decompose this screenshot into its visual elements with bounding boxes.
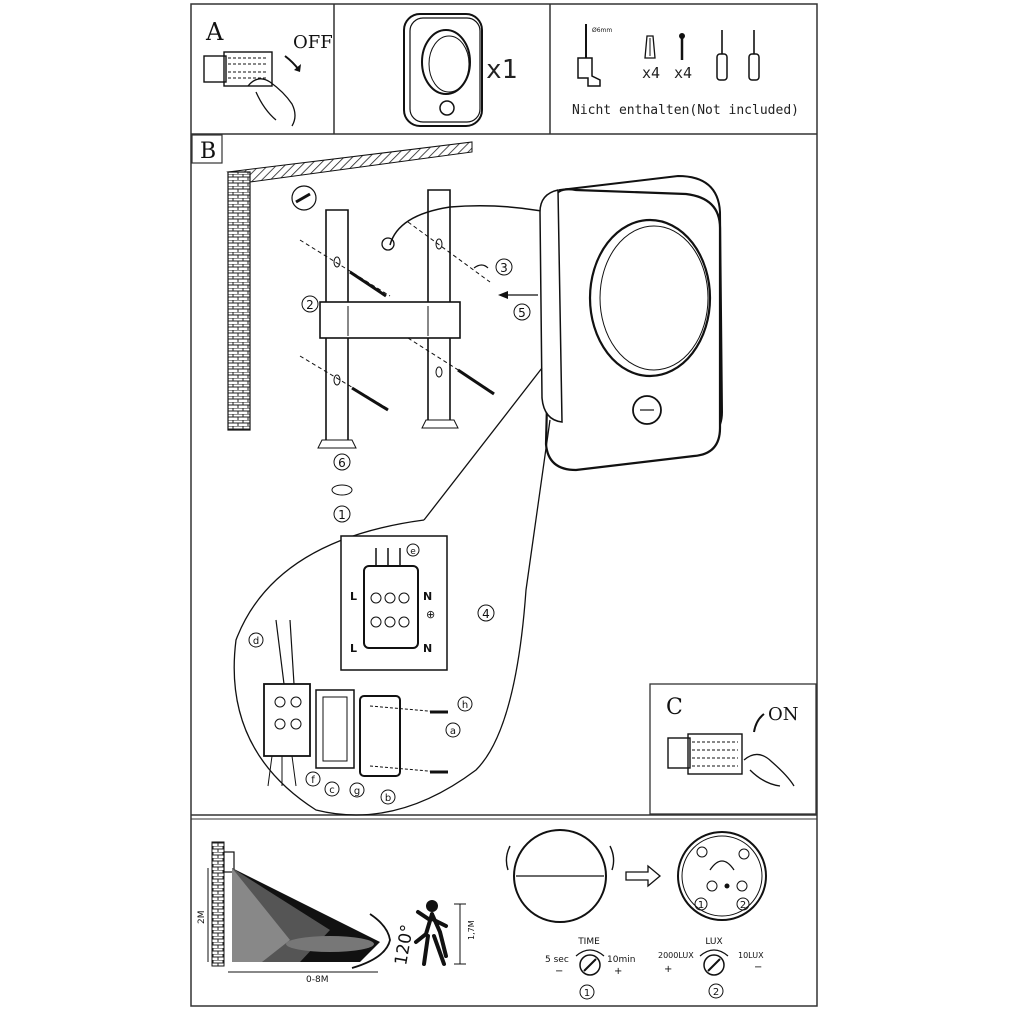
label-l: L bbox=[350, 642, 357, 655]
screw-icon bbox=[291, 185, 497, 412]
time-index: 1 bbox=[584, 988, 590, 999]
panel-tools: Ø6mm x4 x4 Nicht enthalten(Not included) bbox=[572, 24, 799, 118]
dial-arc-icon bbox=[575, 949, 605, 957]
panel-c: C ON bbox=[649, 683, 817, 815]
person-icon bbox=[414, 900, 448, 966]
outer-frame bbox=[190, 3, 818, 1007]
screw-count: x4 bbox=[674, 64, 692, 82]
time-minus: − bbox=[555, 966, 563, 977]
time-plus: + bbox=[614, 966, 622, 977]
person-height-label: 1,7M bbox=[467, 920, 476, 940]
screwdriver-flat-icon bbox=[716, 30, 728, 81]
off-label: OFF bbox=[293, 32, 333, 53]
breaker-icon bbox=[203, 51, 273, 87]
earth-symbol: ⊕ bbox=[426, 608, 435, 621]
switch-arrow-icon bbox=[753, 713, 765, 733]
mounting-bracket bbox=[317, 189, 461, 449]
rotate-icon bbox=[505, 845, 511, 871]
arrow-head-icon bbox=[498, 291, 508, 299]
panel-product: x1 bbox=[403, 13, 517, 127]
cable bbox=[389, 205, 571, 246]
sensor-head-cover bbox=[505, 829, 615, 923]
rotate-icon bbox=[331, 484, 353, 496]
range-label: 0-8M bbox=[306, 975, 328, 985]
step-3: 3 bbox=[500, 261, 508, 275]
screw-icon bbox=[679, 33, 685, 60]
knob-2-label: 2 bbox=[740, 900, 746, 911]
step-2: 2 bbox=[306, 298, 314, 312]
lamp-icon bbox=[539, 174, 724, 472]
mount-height-label: 2M bbox=[197, 911, 207, 925]
label-n: N bbox=[423, 590, 432, 603]
panel-b-letter: B bbox=[200, 139, 216, 164]
lamp-icon bbox=[403, 13, 483, 127]
time-max-label: 10min bbox=[607, 955, 635, 965]
lux-min-label: 2000LUX bbox=[658, 951, 694, 960]
knob-1-label: 1 bbox=[698, 900, 704, 911]
terminal-block: e L L N N ⊕ bbox=[340, 535, 448, 671]
lux-plus: + bbox=[664, 964, 672, 975]
detail-callout bbox=[233, 419, 551, 816]
part-f-label: f bbox=[311, 775, 315, 786]
sensor-head-open: 1 2 bbox=[677, 831, 767, 921]
part-b-label: b bbox=[385, 793, 391, 804]
not-included-note: Nicht enthalten(Not included) bbox=[572, 103, 799, 118]
lux-title: LUX bbox=[705, 937, 722, 947]
hand-icon bbox=[743, 753, 795, 787]
step-numbers: 1 2 3 4 5 6 bbox=[301, 258, 531, 622]
angle-label: 120° bbox=[391, 923, 418, 967]
dial-arc-icon bbox=[699, 949, 729, 957]
panel-a: A OFF bbox=[203, 18, 333, 127]
on-label: ON bbox=[768, 704, 799, 725]
arrow-head-icon bbox=[294, 64, 301, 72]
label-l: L bbox=[350, 590, 357, 603]
panel-c-letter: C bbox=[666, 695, 683, 720]
drill-size-label: Ø6mm bbox=[592, 27, 612, 34]
lux-minus: − bbox=[754, 962, 762, 973]
breaker-icon bbox=[667, 733, 743, 775]
time-min-label: 5 sec bbox=[545, 955, 569, 965]
lux-index: 2 bbox=[713, 987, 719, 998]
angle-arc-icon bbox=[351, 913, 391, 969]
part-a-label: a bbox=[450, 726, 456, 737]
step-6: 6 bbox=[338, 456, 346, 470]
time-title: TIME bbox=[577, 937, 600, 947]
drill-icon: Ø6mm bbox=[577, 24, 612, 87]
part-h-label: h bbox=[462, 700, 468, 711]
panel-b: B bbox=[191, 134, 724, 816]
anchor-icon bbox=[644, 35, 656, 59]
part-e-label: e bbox=[410, 547, 416, 557]
part-g-label: g bbox=[354, 786, 360, 797]
step-5: 5 bbox=[518, 306, 526, 320]
screwdriver-phillips-icon bbox=[748, 30, 760, 81]
quantity-label: x1 bbox=[486, 55, 517, 85]
anchor-count: x4 bbox=[642, 64, 660, 82]
sensor-icon bbox=[439, 100, 455, 116]
lux-dial: LUX 2000LUX 10LUX + − 2 bbox=[658, 937, 764, 999]
hand-icon bbox=[247, 78, 296, 127]
junction-box bbox=[263, 619, 448, 787]
rotate-icon bbox=[473, 264, 489, 269]
panel-a-letter: A bbox=[205, 18, 224, 46]
part-d-label: d bbox=[253, 636, 259, 647]
label-n: N bbox=[423, 642, 432, 655]
arrow-icon bbox=[625, 864, 662, 888]
part-c-label: c bbox=[329, 785, 335, 796]
lux-max-label: 10LUX bbox=[738, 951, 764, 960]
step-1: 1 bbox=[338, 508, 346, 522]
time-dial: TIME 5 sec 10min − + 1 bbox=[545, 937, 635, 1000]
wall bbox=[226, 141, 473, 431]
sensor-coverage: 2M 0-8M 120° 1,7M bbox=[197, 841, 476, 985]
step-4: 4 bbox=[482, 607, 490, 621]
part-labels: d h a f c g b bbox=[248, 632, 473, 805]
rotate-icon bbox=[609, 845, 615, 871]
